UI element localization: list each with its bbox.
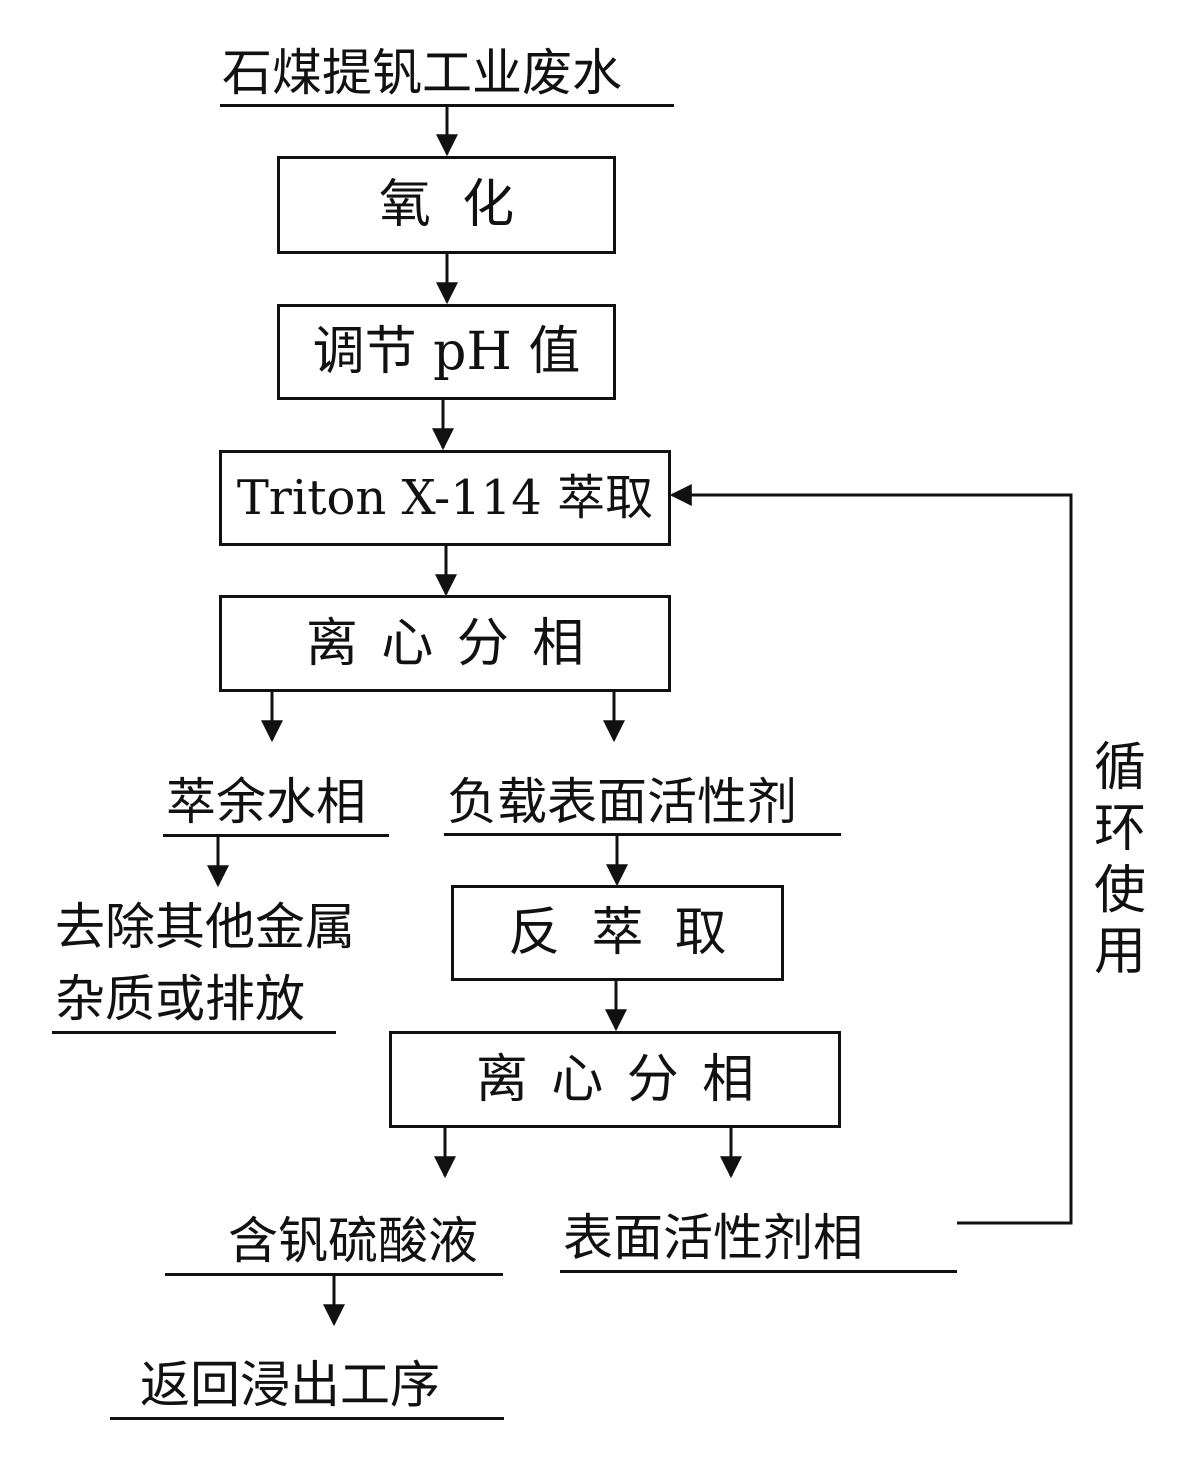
stripping-box: 反萃取	[451, 885, 784, 981]
vanadium-acid-underline	[165, 1273, 503, 1276]
return-leaching-label: 返回浸出工序	[140, 1356, 440, 1414]
recycle-label: 循环使用	[1093, 738, 1146, 983]
removal-label-line2: 杂质或排放	[55, 970, 305, 1028]
raffinate-label: 萃余水相	[166, 773, 366, 831]
surfactant-phase-label: 表面活性剂相	[563, 1209, 863, 1267]
source-underline	[220, 104, 674, 107]
recycle-loop-line	[669, 484, 1073, 1225]
extraction-box: Triton X-114 萃取	[219, 450, 671, 546]
source-label: 石煤提钒工业废水	[222, 44, 622, 102]
separation-box-2: 离心分相	[389, 1031, 841, 1128]
loaded-surfactant-label: 负载表面活性剂	[447, 773, 797, 831]
return-leaching-underline	[110, 1417, 504, 1420]
raffinate-underline	[163, 834, 389, 837]
removal-underline	[52, 1031, 336, 1034]
oxidation-box: 氧化	[277, 156, 616, 254]
separation-box-1: 离心分相	[219, 595, 671, 692]
loaded-surfactant-underline	[444, 833, 841, 836]
vanadium-acid-label: 含钒硫酸液	[228, 1212, 478, 1270]
removal-label-line1: 去除其他金属	[55, 898, 355, 956]
surfactant-phase-underline	[560, 1270, 957, 1273]
ph-adjust-box: 调节 pH 值	[277, 304, 616, 400]
